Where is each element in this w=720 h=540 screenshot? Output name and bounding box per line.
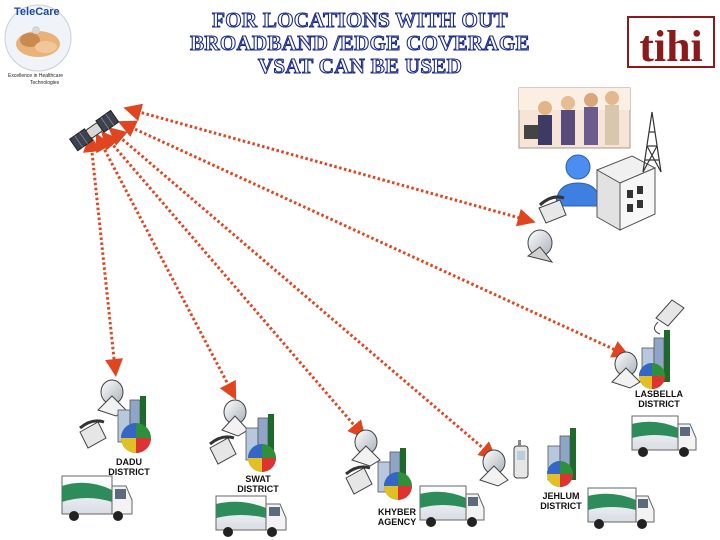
pie-icon [121,423,151,453]
label-swat: SWAT DISTRICT [232,474,284,494]
label-swat-line2: DISTRICT [232,484,284,494]
pie-icon [547,461,573,487]
dadu-site [80,380,151,453]
title-line-2: BROADBAND /EDGE COVERAGE [160,32,560,54]
van-khyber [420,486,484,527]
pie-icon [248,444,276,472]
jehlum-site [480,428,576,487]
khyber-site [346,430,412,500]
satellite-icon [70,111,119,151]
van-lasbella [632,416,696,457]
telecare-tagline-line2: Technologies [30,80,60,86]
link-to-headquarters [132,110,527,220]
label-dadu: DADU DISTRICT [104,457,154,477]
tihi-text: tihi [639,22,703,71]
dish-icon [222,400,248,436]
van-swat [216,496,286,537]
van-dadu [62,476,132,521]
label-swat-line1: SWAT [232,474,284,484]
pie-icon [384,472,412,500]
label-dadu-line2: DISTRICT [104,467,154,477]
label-khyber-line2: AGENCY [372,517,422,527]
link-to-dadu [91,143,115,368]
hq-dish-icon [528,230,552,262]
swat-site [210,400,276,472]
phone-icon [80,421,106,448]
label-khyber-line1: KHYBER [372,507,422,517]
label-jehlum-line2: DISTRICT [534,501,588,511]
dish-icon [352,430,380,466]
label-dadu-line1: DADU [104,457,154,467]
title-line-3: VSAT CAN BE USED [160,55,560,77]
label-lasbella-line2: DISTRICT [630,399,688,409]
link-to-khyber [107,138,360,432]
lasbella-site [612,300,684,389]
call-center-photo [519,88,630,148]
telecare-name: TeleCare [14,6,60,18]
mobile-phone-icon [514,440,528,478]
label-jehlum: JEHLUM DISTRICT [534,491,588,511]
label-khyber: KHYBER AGENCY [372,507,422,527]
link-to-jehlum [115,133,490,454]
dish-icon [480,450,508,486]
label-lasbella-line1: LASBELLA [630,389,688,399]
dish-icon [612,352,640,388]
telecare-tagline-line1: Excellence in Healthcare [8,73,63,79]
phone-icon [210,437,236,464]
phone-icon [346,467,372,494]
mobile-phone-icon [654,300,684,334]
title-line-1: FOR LOCATIONS WITH OUT [160,9,560,31]
link-to-swat [100,141,232,392]
van-jehlum [588,488,654,529]
label-jehlum-line1: JEHLUM [534,491,588,501]
pie-icon [639,363,665,389]
label-lasbella: LASBELLA DISTRICT [630,389,688,409]
vsat-links [91,110,622,454]
